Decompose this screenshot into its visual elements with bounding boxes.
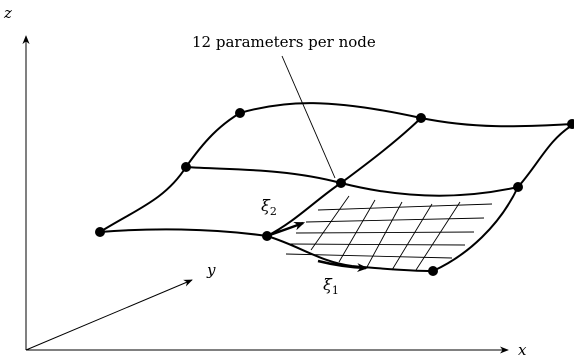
grid-line [338,199,376,263]
middle-edge [185,166,519,197]
axes [22,35,509,354]
grid-line [295,231,475,234]
xi1-arrow [317,259,369,272]
grid-line [366,201,403,268]
grid-line [317,203,493,211]
node [235,108,245,118]
x-axis-label: x [518,341,527,358]
center-vertical-edge [266,117,422,237]
node [336,178,346,188]
node [428,266,438,276]
top-edge [239,102,574,128]
grid-line [310,195,350,251]
nodes [95,108,574,276]
y-axis-line [25,279,193,351]
node-parameters-annotation: 12 parameters per node [192,33,376,51]
right-vertical-edge [432,123,574,272]
element-subgrid [285,195,493,271]
node [416,113,426,123]
mesh-edges [99,102,574,272]
grid-line [391,203,433,271]
left-edge [99,112,241,233]
xi2-label: ξ2 [261,196,277,218]
node [513,182,523,192]
node [262,231,272,241]
annotation-leader-line [281,55,336,179]
xi1-label: ξ1 [323,275,339,297]
node [567,119,574,129]
z-axis-label: z [3,4,12,22]
grid-line [289,243,466,246]
y-axis-label: y [206,261,216,279]
grid-line [415,201,461,271]
grid-line [305,217,485,223]
node [95,227,105,237]
node [181,162,191,172]
grid-line [285,253,453,259]
